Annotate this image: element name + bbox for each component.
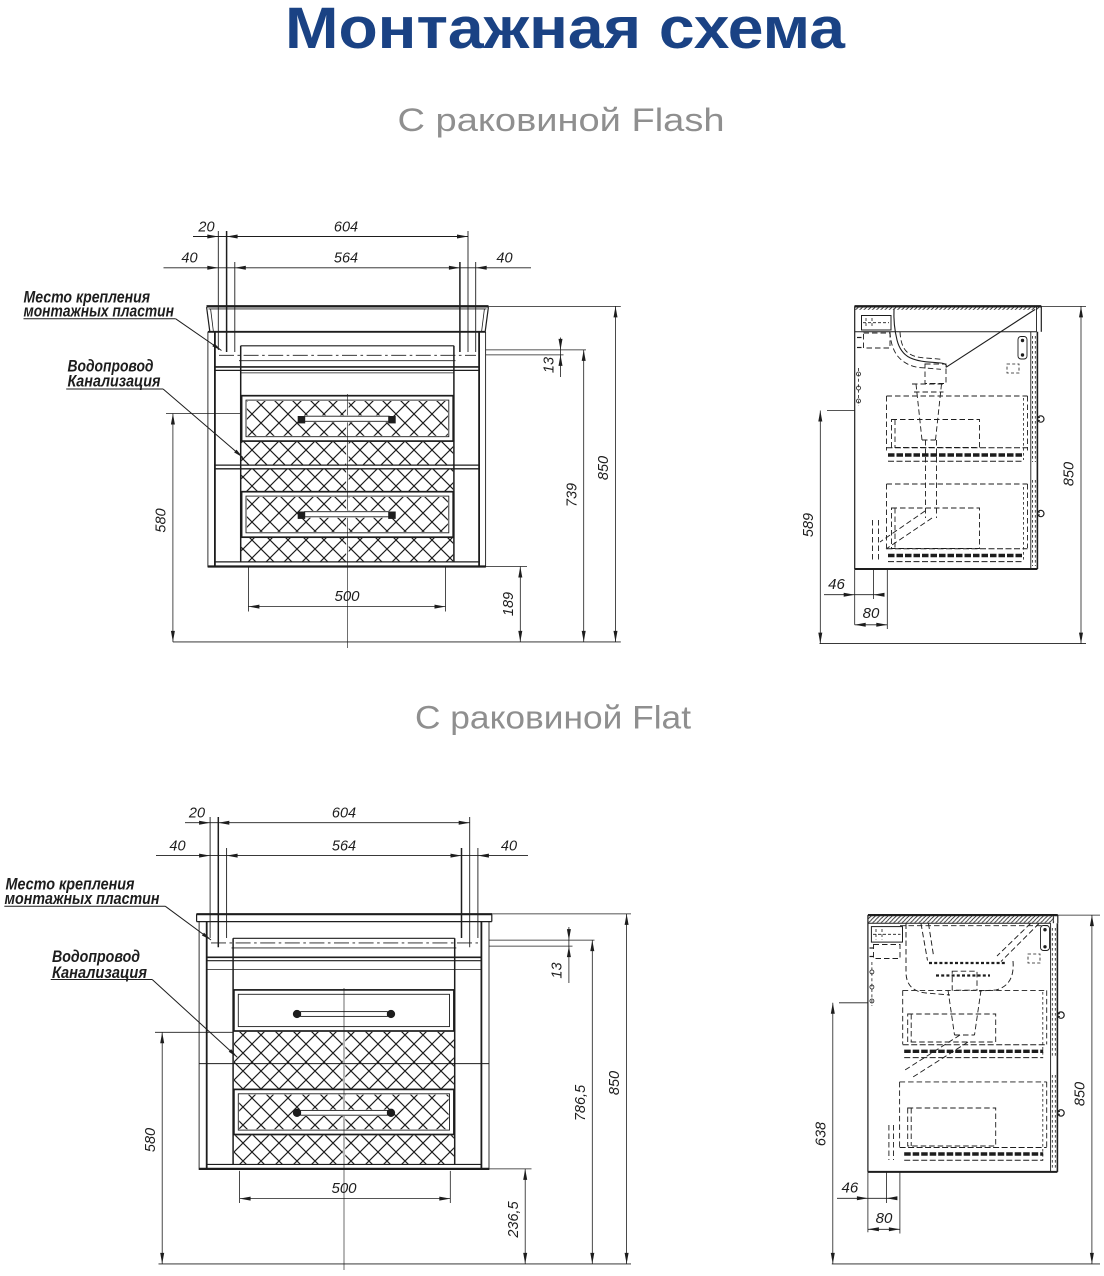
svg-text:604: 604 xyxy=(332,806,356,822)
svg-text:189: 189 xyxy=(501,592,517,616)
svg-text:850: 850 xyxy=(1062,462,1078,486)
svg-text:850: 850 xyxy=(596,456,612,480)
svg-text:564: 564 xyxy=(332,839,356,855)
svg-text:500: 500 xyxy=(331,1180,357,1197)
svg-text:13: 13 xyxy=(550,962,566,978)
svg-text:13: 13 xyxy=(542,357,558,373)
svg-text:580: 580 xyxy=(143,1128,159,1152)
svg-text:500: 500 xyxy=(334,588,360,605)
svg-text:монтажных пластин: монтажных пластин xyxy=(5,890,160,908)
svg-text:20: 20 xyxy=(188,806,205,822)
svg-text:20: 20 xyxy=(197,220,214,236)
svg-text:739: 739 xyxy=(565,483,581,507)
svg-text:850: 850 xyxy=(607,1071,623,1095)
svg-text:Водопровод: Водопровод xyxy=(52,948,140,966)
svg-text:Канализация: Канализация xyxy=(68,373,161,391)
svg-text:40: 40 xyxy=(181,251,197,267)
svg-text:786,5: 786,5 xyxy=(573,1084,589,1121)
svg-text:80: 80 xyxy=(876,1210,893,1227)
svg-text:638: 638 xyxy=(813,1122,829,1146)
svg-text:46: 46 xyxy=(828,576,845,593)
svg-text:С раковиной Flash: С раковиной Flash xyxy=(398,102,725,138)
svg-text:монтажных пластин: монтажных пластин xyxy=(24,303,175,321)
svg-text:580: 580 xyxy=(154,508,170,532)
svg-text:Место крепления: Место крепления xyxy=(6,876,135,894)
svg-text:564: 564 xyxy=(334,251,358,267)
svg-text:46: 46 xyxy=(842,1180,859,1197)
svg-text:С раковиной Flat: С раковиной Flat xyxy=(415,700,691,736)
svg-text:589: 589 xyxy=(801,513,817,537)
svg-text:40: 40 xyxy=(496,251,512,267)
svg-text:Место крепления: Место крепления xyxy=(24,289,151,307)
svg-text:236,5: 236,5 xyxy=(506,1200,522,1238)
svg-text:Монтажная схема: Монтажная схема xyxy=(285,0,846,61)
svg-text:Водопровод: Водопровод xyxy=(68,357,154,375)
svg-text:80: 80 xyxy=(863,605,880,622)
svg-text:604: 604 xyxy=(334,220,358,236)
svg-text:Канализация: Канализация xyxy=(52,964,147,982)
svg-text:40: 40 xyxy=(501,839,517,855)
svg-text:850: 850 xyxy=(1072,1082,1088,1106)
svg-text:40: 40 xyxy=(169,839,185,855)
